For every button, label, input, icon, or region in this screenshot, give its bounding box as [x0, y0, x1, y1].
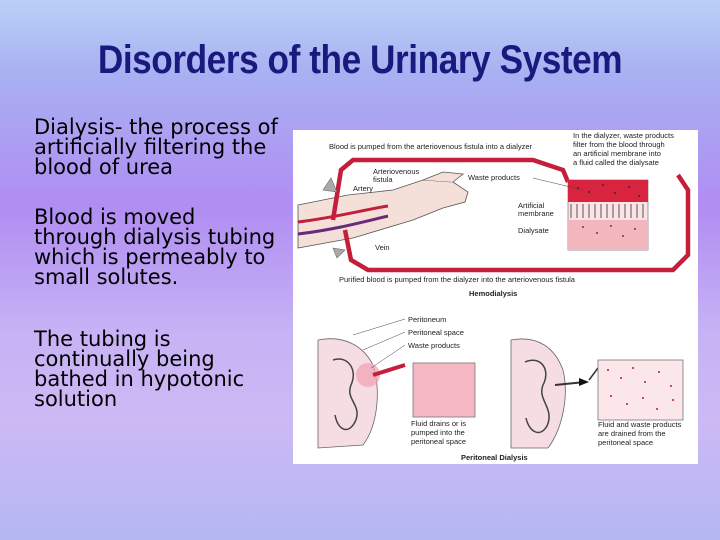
- peritoneal-space-label: Peritoneal space: [408, 328, 464, 337]
- slide-title: Disorders of the Urinary System: [97, 38, 623, 82]
- blood-chamber: [568, 180, 648, 202]
- waste-dots: [577, 184, 640, 237]
- right-abdomen: [510, 338, 566, 449]
- hemo-top-label: Blood is pumped from the arteriovenous f…: [329, 142, 533, 151]
- dialysate-label: Dialysate: [518, 226, 549, 235]
- hemo-bottom-label: Purified blood is pumped from the dialyz…: [339, 275, 576, 284]
- left-note-1: Fluid drains or is: [411, 419, 466, 428]
- right-intestine: [524, 359, 550, 434]
- arrow-down-icon: [332, 247, 346, 259]
- membrane-label-2: membrane: [518, 209, 554, 218]
- arrow-up-icon: [322, 177, 338, 193]
- right-drain-bag: [597, 359, 684, 421]
- left-fluid-bag: [412, 362, 476, 418]
- dialysis-figure: Blood is pumped from the arteriovenous f…: [293, 130, 698, 464]
- dialysate-chamber: [568, 220, 648, 250]
- av-fistula-label-2: fistula: [373, 175, 393, 184]
- perit-waste-products-label: Waste products: [408, 341, 460, 350]
- drain-arrow-icon: [579, 378, 589, 386]
- left-fluid-spot: [356, 363, 380, 387]
- thumb-drawing: [422, 171, 465, 183]
- hemo-right-label-4: a fluid called the dialysate: [573, 158, 659, 167]
- membrane-lines: [570, 204, 644, 218]
- left-abdomen: [317, 338, 378, 449]
- tube-return: [342, 173, 691, 273]
- arm-drawing: [297, 179, 469, 249]
- av-fistula-label-1: Arteriovenous: [373, 167, 420, 176]
- dialysis-illustration: Blood is pumped from the arteriovenous f…: [297, 131, 691, 462]
- bullet-item-dialysis: Dialysis- the process of artificially fi…: [34, 115, 278, 179]
- hemodialysis-caption: Hemodialysis: [469, 289, 517, 298]
- bullet-item-tubing: Blood is moved through dialysis tubing w…: [34, 205, 276, 289]
- left-intestine: [332, 358, 358, 431]
- artery-line: [297, 204, 389, 224]
- waste-products-label: Waste products: [468, 173, 520, 182]
- right-note-3: peritoneal space: [598, 438, 653, 447]
- peritoneum-label: Peritoneum: [408, 315, 446, 324]
- artery-label: Artery: [353, 184, 373, 193]
- right-note-1: Fluid and waste products: [598, 420, 682, 429]
- left-note-3: peritoneal space: [411, 437, 466, 446]
- bullet-list: Dialysis- the process of artificially fi…: [34, 117, 284, 439]
- left-note-2: pumped into the: [411, 428, 465, 437]
- membrane-label-1: Artificial: [518, 201, 545, 210]
- vein-line: [297, 214, 389, 236]
- peritoneal-caption: Peritoneal Dialysis: [461, 453, 528, 462]
- drain-dots: [607, 367, 674, 410]
- hemo-right-label-3: an artificial membrane into: [573, 149, 661, 158]
- peritoneal-panel: Peritoneum Peritoneal space Waste produc…: [317, 315, 684, 462]
- right-note-2: are drained from the: [598, 429, 666, 438]
- left-catheter: [372, 363, 406, 377]
- hemo-right-label-1: In the dialyzer, waste products: [573, 131, 674, 140]
- hemo-right-label-2: filter from the blood through: [573, 140, 665, 149]
- bullet-item-hypotonic: The tubing is continually being bathed i…: [34, 327, 245, 411]
- tube-out: [330, 157, 571, 221]
- hemodialysis-panel: Blood is pumped from the arteriovenous f…: [297, 131, 691, 298]
- vein-label: Vein: [375, 243, 390, 252]
